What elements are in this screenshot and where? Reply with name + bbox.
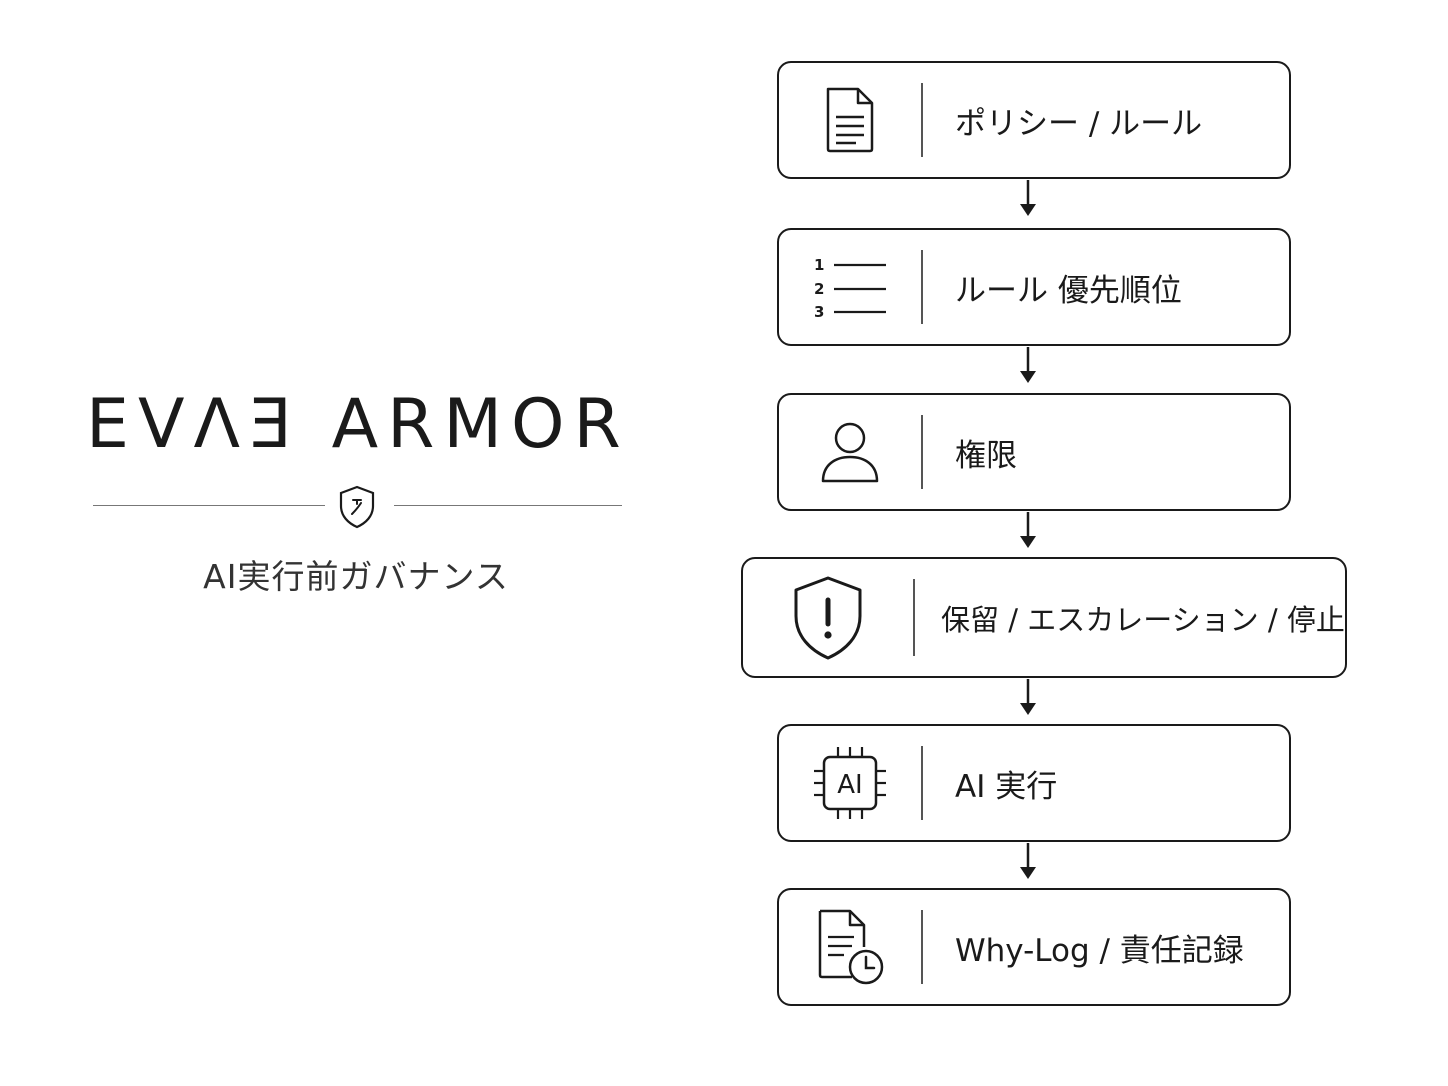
step-divider <box>921 415 923 489</box>
step-divider <box>913 579 915 656</box>
numbered-list-icon: 1 2 3 <box>779 230 921 344</box>
step-label: 権限 <box>955 437 1017 474</box>
document-icon <box>779 63 921 177</box>
ai-chip-text: AI <box>837 770 862 800</box>
step-divider <box>921 250 923 324</box>
list-number: 2 <box>814 280 824 298</box>
flow-step-ai-execution: AI AI 実行 <box>777 724 1291 842</box>
step-label: AI 実行 <box>955 768 1058 805</box>
flow-arrow <box>1018 180 1038 218</box>
brand-block: EVΛƎ ARMOR AI実行前ガバナンス <box>86 380 630 596</box>
flow-step-policy: ポリシー / ルール <box>777 61 1291 179</box>
step-label: ポリシー / ルール <box>955 105 1203 142</box>
brand-title: EVΛƎ ARMOR <box>86 385 630 464</box>
flow-arrow <box>1018 512 1038 550</box>
flow-step-rule-priority: 1 2 3 ルール 優先順位 <box>777 228 1291 346</box>
brand-rule-right <box>394 505 622 506</box>
ai-chip-icon: AI <box>779 726 921 840</box>
user-icon <box>779 395 921 509</box>
flow-step-why-log: Why-Log / 責任記録 <box>777 888 1291 1006</box>
list-number: 1 <box>814 257 824 274</box>
flow-arrow <box>1018 347 1038 385</box>
step-divider <box>921 83 923 157</box>
shield-emblem-icon <box>337 484 377 530</box>
flow-arrow <box>1018 843 1038 881</box>
step-divider <box>921 746 923 820</box>
step-label: 保留 / エスカレーション / 停止 <box>941 602 1345 637</box>
shield-alert-icon <box>743 559 913 676</box>
step-label: Why-Log / 責任記録 <box>955 932 1244 969</box>
flow-step-permission: 権限 <box>777 393 1291 511</box>
list-number: 3 <box>814 303 824 317</box>
flow-step-hold-escalate-stop: 保留 / エスカレーション / 停止 <box>741 557 1347 678</box>
step-divider <box>921 910 923 984</box>
brand-rule-left <box>93 505 325 506</box>
step-label: ルール 優先順位 <box>955 272 1182 309</box>
brand-subtitle: AI実行前ガバナンス <box>203 557 509 596</box>
flow-arrow <box>1018 679 1038 717</box>
log-clock-icon <box>779 890 921 1004</box>
